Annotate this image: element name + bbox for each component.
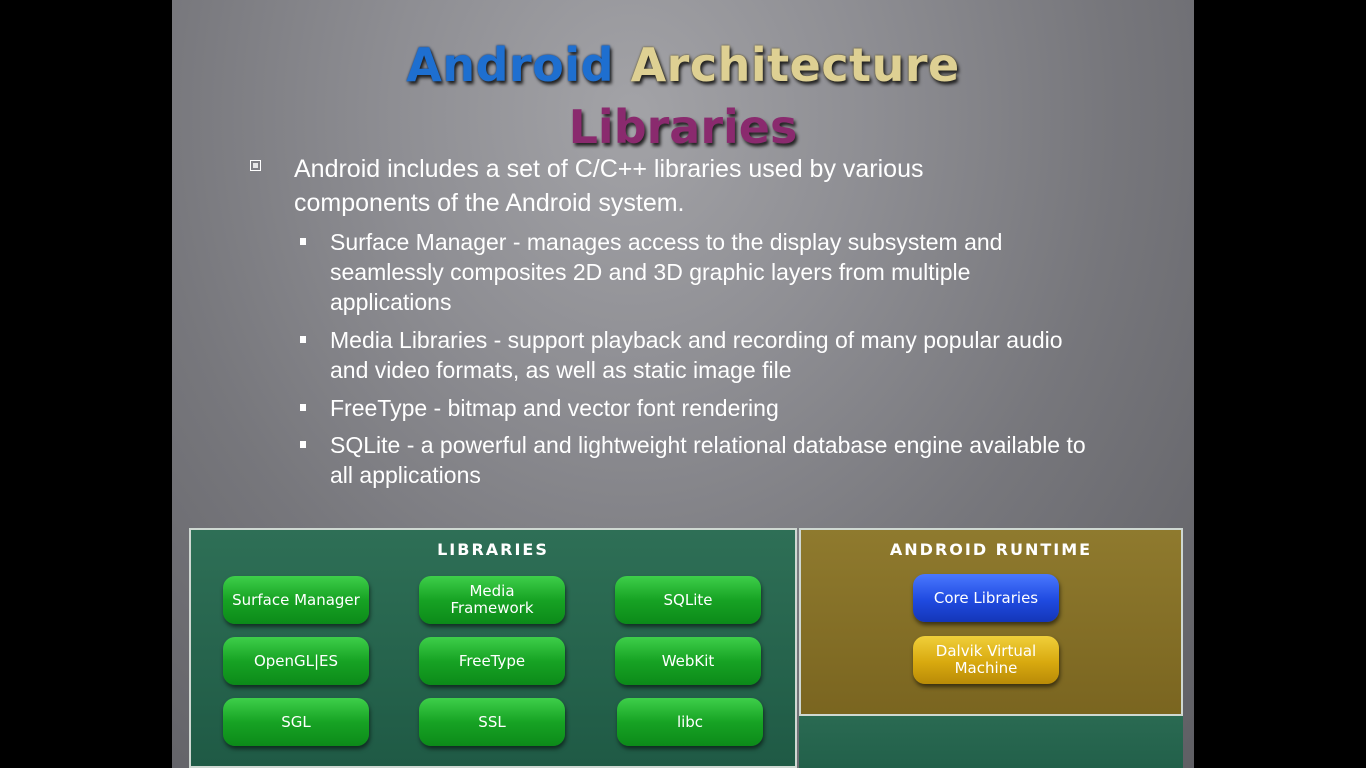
title-architecture: Architecture — [630, 38, 960, 92]
library-opengl-es: OpenGL|ES — [223, 637, 369, 685]
architecture-diagram: Libraries Surface Manager Media Framewor… — [189, 528, 1183, 768]
bullet-freetype: FreeType - bitmap and vector font render… — [330, 395, 779, 421]
libraries-panel-title: Libraries — [437, 540, 549, 559]
libraries-panel: Libraries Surface Manager Media Framewor… — [189, 528, 797, 768]
bullet-surface-manager: Surface Manager - manages access to the … — [330, 229, 1003, 315]
slide-subtitle: Libraries — [568, 100, 798, 154]
library-media-framework: Media Framework — [419, 576, 565, 624]
bullet-icon — [300, 404, 306, 411]
library-libc: libc — [617, 698, 763, 746]
library-surface-manager: Surface Manager — [223, 576, 369, 624]
runtime-dalvik-vm: Dalvik Virtual Machine — [913, 636, 1059, 684]
runtime-panel: Android Runtime Core Libraries Dalvik Vi… — [799, 528, 1183, 716]
bullet-sqlite: SQLite - a powerful and lightweight rela… — [330, 432, 1086, 488]
library-webkit: WebKit — [615, 637, 761, 685]
slide-title: Android Architecture — [172, 38, 1194, 92]
intro-text: Android includes a set of C/C++ librarie… — [294, 155, 924, 217]
bullet-media-libraries: Media Libraries - support playback and r… — [330, 327, 1063, 383]
library-sqlite: SQLite — [615, 576, 761, 624]
runtime-core-libraries: Core Libraries — [913, 574, 1059, 622]
bullet-icon — [300, 441, 306, 448]
bullet-icon — [300, 238, 306, 245]
runtime-panel-title: Android Runtime — [889, 540, 1093, 559]
library-ssl: SSL — [419, 698, 565, 746]
library-sgl: SGL — [223, 698, 369, 746]
library-freetype: FreeType — [419, 637, 565, 685]
title-android: Android — [406, 38, 615, 92]
bullet-icon — [300, 336, 306, 343]
square-bullet-icon — [250, 160, 261, 171]
diagram-lower-area — [799, 716, 1183, 768]
